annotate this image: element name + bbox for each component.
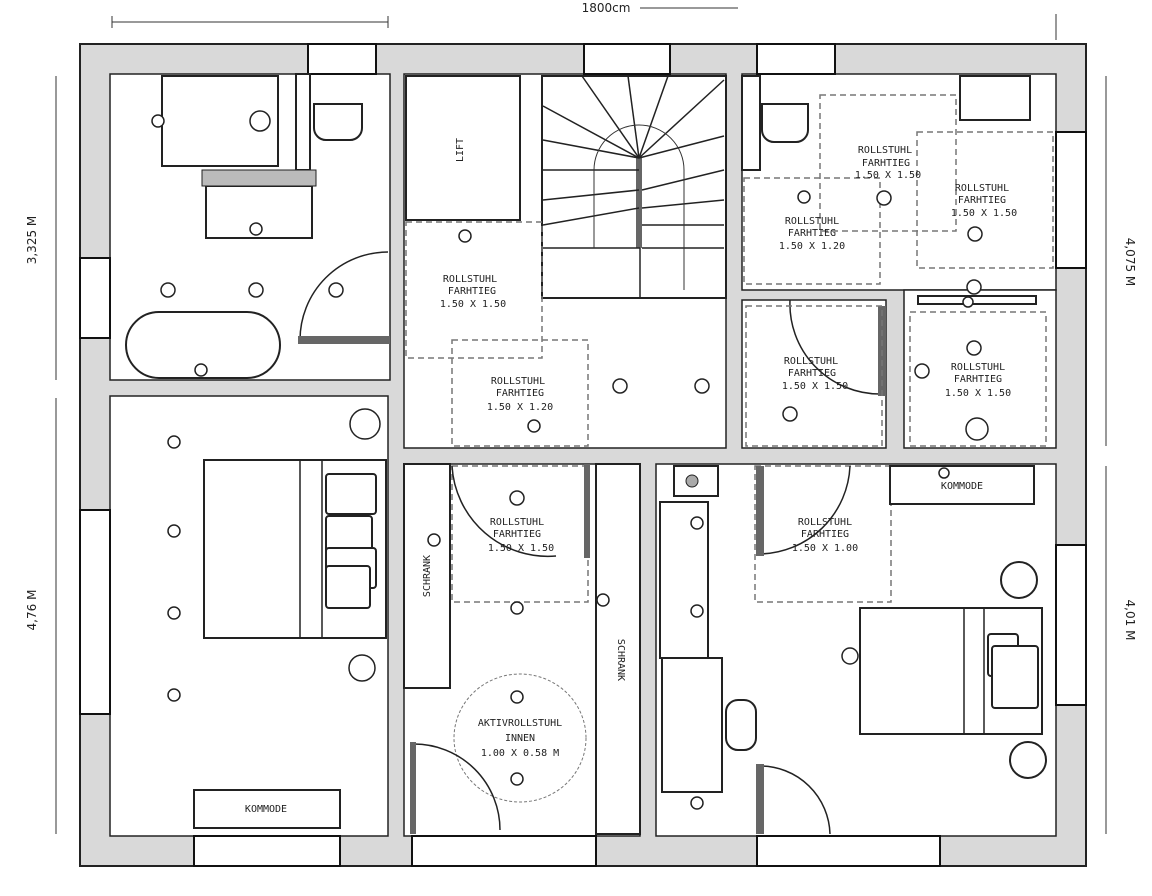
svg-text:ROLLSTUHL: ROLLSTUHL	[798, 517, 852, 528]
schrank-right	[595, 463, 641, 835]
svg-text:1.50 X 1.50: 1.50 X 1.50	[951, 208, 1017, 219]
label-aktivrollstuhl: AKTIVROLLSTUHL INNEN 1.00 X 0.58 M	[478, 718, 562, 759]
svg-text:FARHTIEG: FARHTIEG	[862, 158, 910, 169]
kommode-left-label: KOMMODE	[245, 804, 287, 815]
kommode-right-label: KOMMODE	[941, 481, 983, 492]
dim-right-upper: 4,075 M	[1123, 238, 1137, 287]
svg-text:ROLLSTUHL: ROLLSTUHL	[858, 145, 912, 156]
kommode-right	[889, 465, 1035, 505]
svg-text:ROLLSTUHL: ROLLSTUHL	[443, 274, 497, 285]
ceiling-lamps	[151, 110, 989, 810]
svg-text:1.50 X 1.50: 1.50 X 1.50	[782, 381, 848, 392]
dim-left-upper: 3,325 M	[25, 216, 39, 265]
dimension-lines	[55, 7, 1107, 834]
lift-label: LIFT	[455, 138, 466, 162]
bed-right	[859, 561, 1047, 779]
svg-text:ROLLSTUHL: ROLLSTUHL	[490, 517, 544, 528]
svg-text:FARHTIEG: FARHTIEG	[493, 529, 541, 540]
svg-text:FARHTIEG: FARHTIEG	[496, 388, 544, 399]
schrank-left	[403, 463, 451, 689]
dim-left-lower: 4,76 M	[25, 590, 39, 631]
svg-text:1.00 X 0.58 M: 1.00 X 0.58 M	[481, 748, 559, 759]
svg-text:FARHTIEG: FARHTIEG	[801, 529, 849, 540]
hall-right	[741, 299, 887, 449]
svg-text:ROLLSTUHL: ROLLSTUHL	[491, 376, 545, 387]
lift-shaft	[405, 75, 521, 221]
svg-text:ROLLSTUHL: ROLLSTUHL	[955, 183, 1009, 194]
bed-left	[203, 459, 387, 639]
kommode-left	[193, 789, 341, 829]
svg-text:FARHTIEG: FARHTIEG	[958, 195, 1006, 206]
svg-text:ROLLSTUHL: ROLLSTUHL	[951, 362, 1005, 373]
svg-text:1.50 X 1.20: 1.50 X 1.20	[779, 241, 845, 252]
svg-text:1.50 X 1.50: 1.50 X 1.50	[945, 388, 1011, 399]
svg-text:1.50 X 1.50: 1.50 X 1.50	[488, 543, 554, 554]
dim-right-lower: 4,01 M	[1123, 600, 1137, 641]
schrank-right-label: SCHRANK	[615, 639, 626, 681]
svg-text:1.50 X 1.20: 1.50 X 1.20	[487, 402, 553, 413]
svg-text:AKTIVROLLSTUHL: AKTIVROLLSTUHL	[478, 718, 562, 729]
svg-text:1.50 X 1.50: 1.50 X 1.50	[440, 299, 506, 310]
svg-text:ROLLSTUHL: ROLLSTUHL	[784, 356, 838, 367]
svg-text:1.50 X 1.00: 1.50 X 1.00	[792, 543, 858, 554]
svg-text:ROLLSTUHL: ROLLSTUHL	[785, 216, 839, 227]
schrank-left-label: SCHRANK	[422, 555, 433, 597]
staircase	[541, 75, 727, 299]
svg-text:FARHTIEG: FARHTIEG	[954, 374, 1002, 385]
svg-text:INNEN: INNEN	[505, 733, 535, 744]
svg-text:1.50 X 1.50: 1.50 X 1.50	[855, 170, 921, 181]
windows	[79, 43, 1087, 867]
desk-area	[659, 465, 757, 793]
svg-text:FARHTIEG: FARHTIEG	[448, 286, 496, 297]
dim-total-width: 1800cm	[582, 1, 631, 15]
door-swing	[413, 743, 501, 831]
svg-text:FARHTIEG: FARHTIEG	[788, 368, 836, 379]
svg-text:FARHTIEG: FARHTIEG	[788, 228, 836, 239]
